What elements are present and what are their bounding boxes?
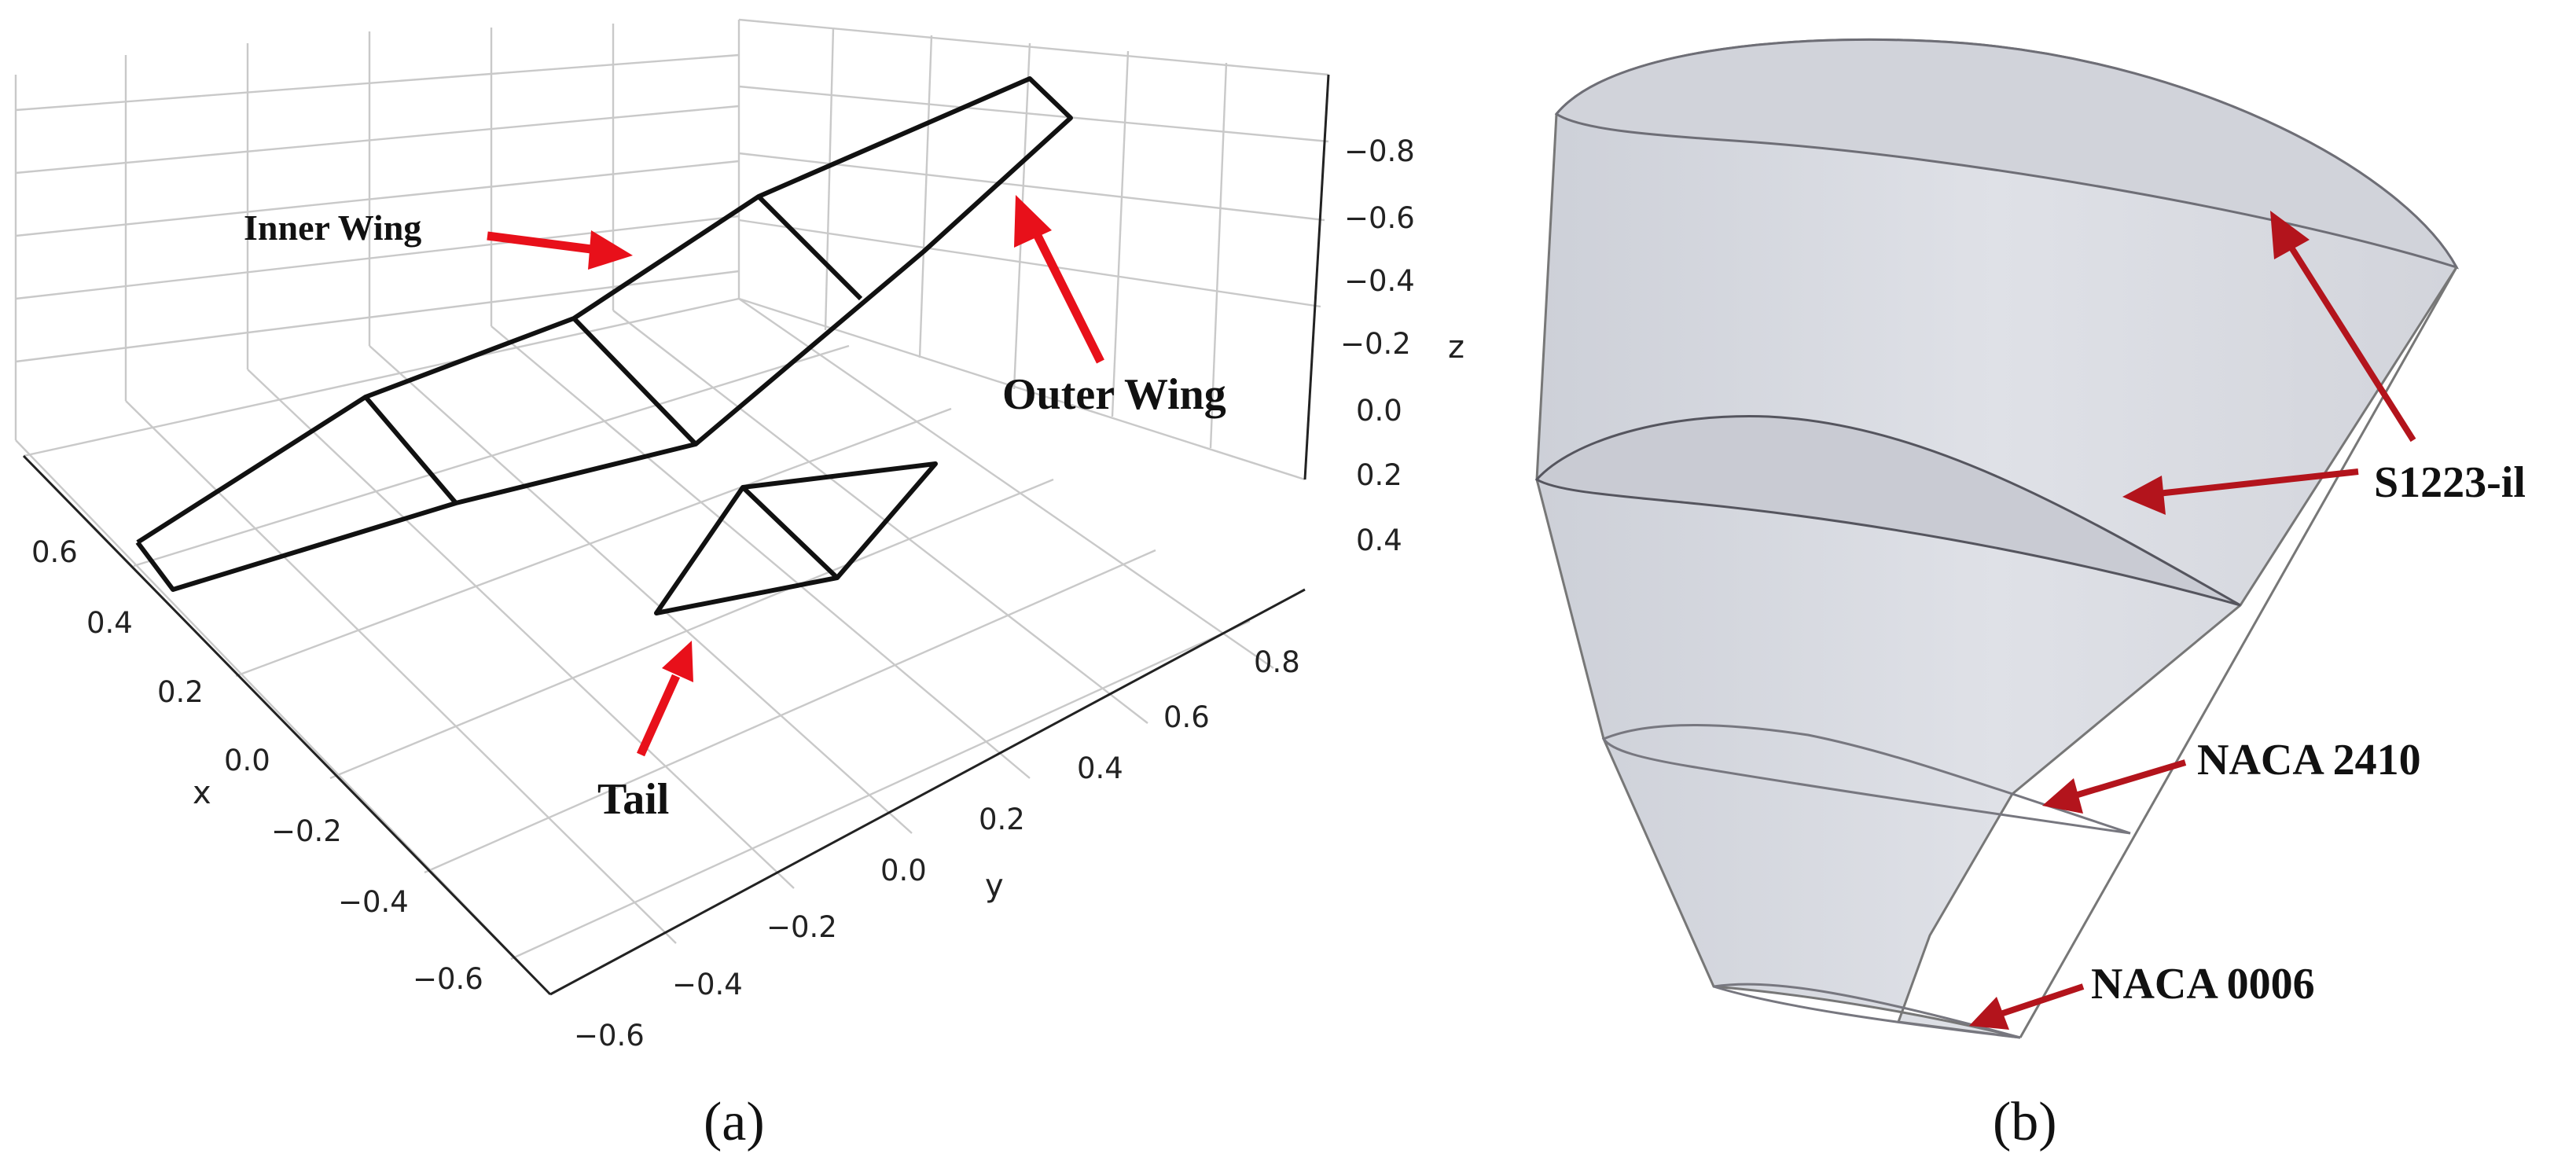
naca2410-section: [1601, 724, 2131, 835]
wing-outline: [135, 76, 1073, 592]
naca0006-arrow: [1969, 983, 2085, 1030]
x-tick-3: 0.0: [224, 744, 270, 777]
naca2410-arrow: [2042, 759, 2187, 814]
panel-b-caption: (b): [1993, 1092, 2057, 1152]
z-axis-ticks: −0.8 −0.6 −0.4 −0.2 0.0 0.2 0.4: [1340, 134, 1415, 557]
plot-grid: [14, 18, 1329, 995]
x-tick-6: −0.6: [413, 962, 483, 996]
z-tick-3: −0.2: [1340, 327, 1411, 361]
x-tick-1: 0.4: [86, 606, 133, 640]
x-axis-line: [22, 454, 552, 996]
inner-wing-label: Inner Wing: [244, 208, 421, 248]
x-tick-2: 0.2: [157, 675, 204, 709]
z-tick-1: −0.6: [1344, 201, 1415, 235]
y-axis-ticks: −0.6 −0.4 −0.2 0.0 0.2 0.4 0.6 0.8: [574, 645, 1300, 1053]
y-tick-1: −0.4: [672, 968, 743, 1001]
panel-a-plot: 0.6 0.4 0.2 0.0 −0.2 −0.4 −0.6 x −0.6 −0…: [14, 18, 1464, 1152]
y-tick-7: 0.8: [1254, 645, 1300, 679]
naca2410-label: NACA 2410: [2197, 736, 2421, 784]
x-axis-label: x: [193, 775, 211, 811]
x-axis-ticks: 0.6 0.4 0.2 0.0 −0.2 −0.4 −0.6: [31, 535, 483, 996]
z-tick-2: −0.4: [1344, 264, 1415, 298]
y-tick-2: −0.2: [766, 910, 837, 944]
y-tick-0: −0.6: [574, 1019, 645, 1053]
x-tick-0: 0.6: [31, 535, 78, 569]
wing-rib-2: [571, 316, 698, 446]
wing-rib-1: [363, 395, 458, 505]
wing-rib-3: [756, 194, 863, 301]
panel-a-caption: (a): [704, 1092, 765, 1152]
z-tick-4: 0.0: [1356, 394, 1402, 428]
y-axis-label: y: [985, 868, 1004, 904]
panel-b-render: S1223-il NACA 2410 NACA 0006 (b): [1534, 38, 2526, 1152]
root-airfoil-face: [1554, 38, 2460, 270]
y-axis-line: [549, 588, 1306, 996]
axis-lines: [22, 74, 1330, 996]
tail-outline: [654, 461, 938, 615]
y-tick-5: 0.4: [1077, 751, 1123, 785]
y-tick-4: 0.2: [979, 803, 1025, 836]
y-tick-3: 0.0: [880, 854, 927, 887]
x-tick-4: −0.2: [271, 814, 342, 848]
inner-wing-arrow: [487, 230, 633, 270]
naca0006-label: NACA 0006: [2091, 960, 2315, 1009]
s1223-arrow-mid: [2122, 468, 2359, 515]
z-tick-5: 0.2: [1356, 458, 1402, 492]
x-tick-5: −0.4: [338, 885, 409, 919]
z-tick-0: −0.8: [1344, 134, 1415, 168]
s1223-section: [1534, 415, 2241, 607]
tail-wireframe: [654, 461, 938, 615]
outer-wing-arrow: [1014, 195, 1104, 364]
z-axis-label: z: [1448, 329, 1464, 366]
z-axis-line: [1303, 74, 1330, 480]
tail-arrow: [636, 641, 693, 757]
z-tick-6: 0.4: [1356, 524, 1402, 557]
s1223-label: S1223-il: [2374, 458, 2526, 507]
y-tick-6: 0.6: [1163, 700, 1210, 734]
s1223-arrow-top: [2270, 211, 2416, 443]
wing-wireframe: [135, 76, 1073, 592]
outer-wing-label: Outer Wing: [1002, 370, 1226, 419]
tail-rib: [740, 485, 840, 580]
tail-label: Tail: [597, 775, 669, 824]
